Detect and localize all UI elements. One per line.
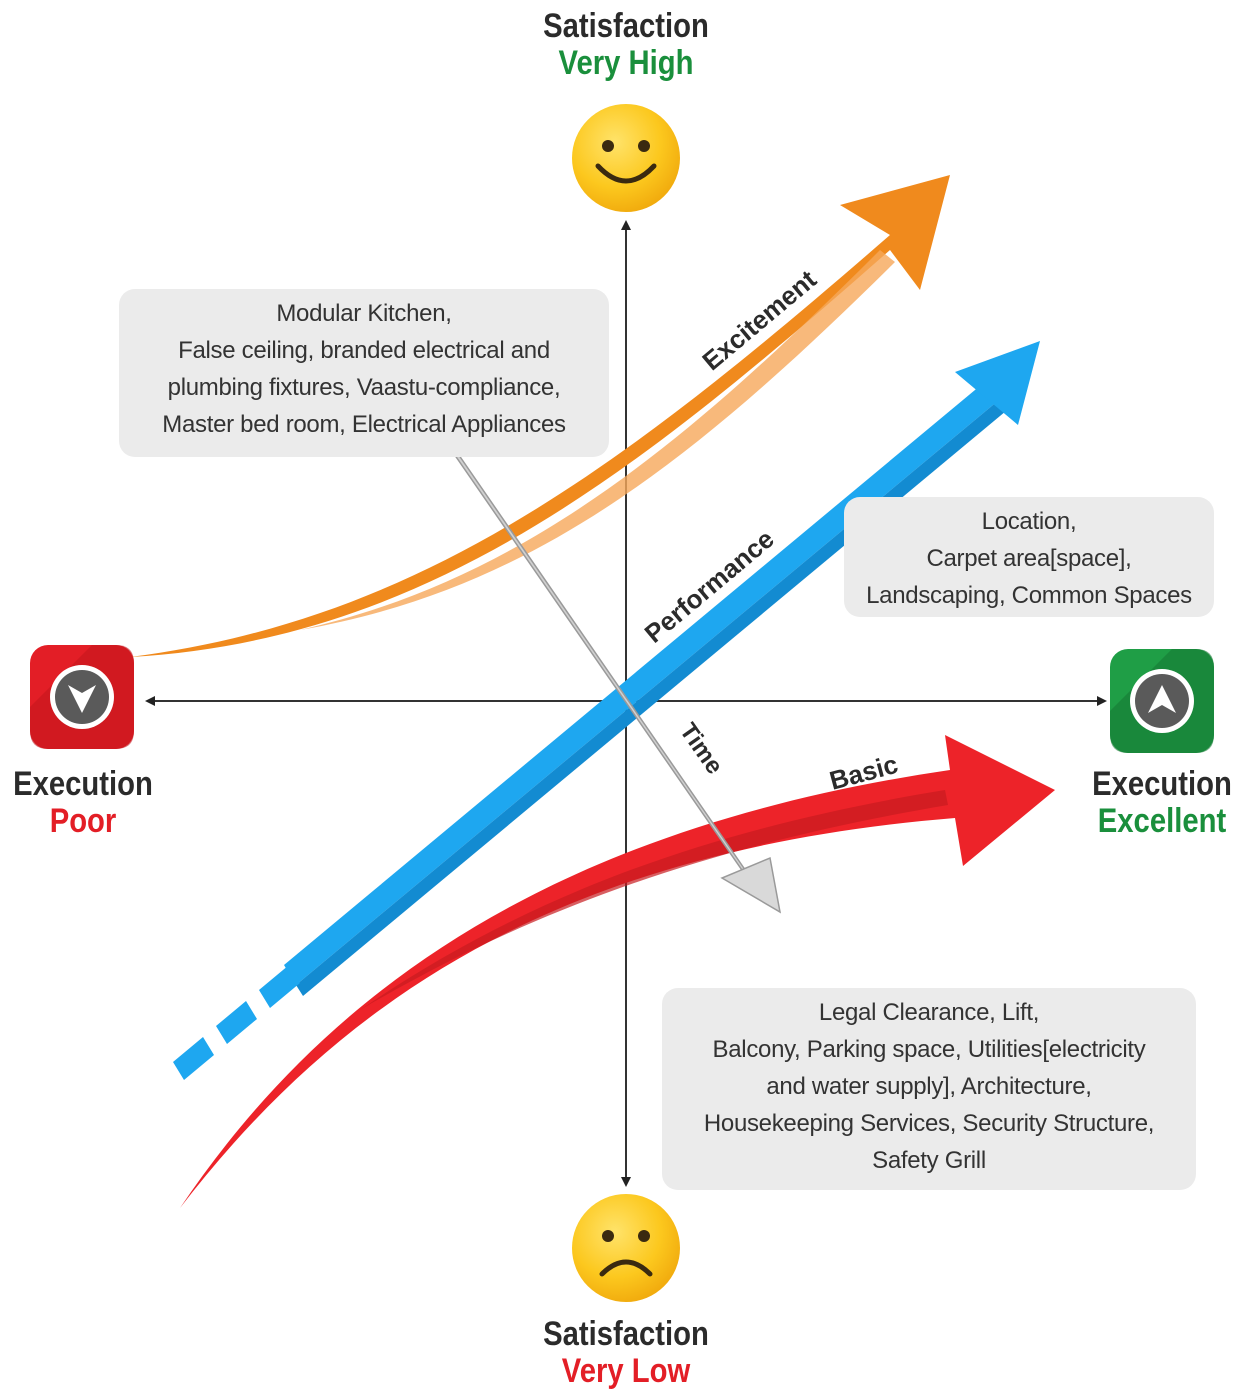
excitement-box-line: Modular Kitchen, [276,300,452,327]
performance-box-line: Landscaping, Common Spaces [866,582,1192,609]
basic-box-line: Housekeeping Services, Security Structur… [703,1110,1155,1137]
right-title: Execution [1092,765,1232,803]
excitement-box-line: Master bed room, Electrical Appliances [162,411,566,438]
left-label: Execution Poor [3,765,163,841]
right-subtitle: Excellent [1097,802,1227,841]
left-title: Execution [13,765,153,803]
left-subtitle: Poor [49,802,117,841]
basic-box-line: Balcony, Parking space, Utilities[electr… [712,1036,1146,1063]
top-subtitle: Very High [558,44,694,83]
bottom-title: Satisfaction [543,1315,709,1353]
basic-curve [180,735,1055,1208]
excitement-info-box: Modular Kitchen, False ceiling, branded … [119,289,609,457]
excitement-box-line: False ceiling, branded electrical and [178,337,550,364]
sad-face-icon [572,1194,680,1302]
top-title: Satisfaction [543,7,709,45]
performance-arrow [173,341,1040,1080]
time-label: Time [674,718,728,779]
performance-info-box: Location, Carpet area[space], Landscapin… [844,497,1214,617]
down-arrow-badge-icon [30,645,134,749]
performance-box-line: Location, [981,508,1077,535]
time-arrow [445,446,782,914]
basic-box-line: Legal Clearance, Lift, [818,999,1040,1026]
basic-box-line: Safety Grill [872,1147,986,1174]
bottom-label: Satisfaction Very Low [540,1315,712,1391]
excitement-box-line: plumbing fixtures, Vaastu-compliance, [167,374,561,401]
bottom-subtitle: Very Low [561,1352,691,1391]
performance-box-line: Carpet area[space], [926,545,1132,572]
up-arrow-badge-icon [1110,649,1214,753]
smiley-face-icon [572,104,680,212]
basic-box-line: and water supply], Architecture, [766,1073,1092,1100]
basic-info-box: Legal Clearance, Lift, Balcony, Parking … [662,988,1196,1190]
right-label: Execution Excellent [1083,765,1241,841]
top-label: Satisfaction Very High [540,7,712,83]
